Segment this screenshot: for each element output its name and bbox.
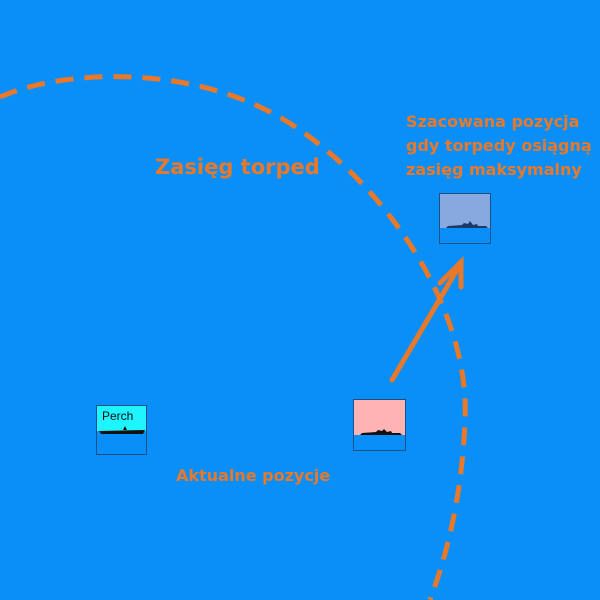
- estimated-ship-marker[interactable]: [439, 193, 491, 244]
- estimated-line-2: gdy torpedy osiągną: [406, 136, 592, 155]
- target-ship-marker[interactable]: [353, 399, 406, 451]
- movement-arrow: [389, 255, 464, 383]
- current-positions-label: Aktualne pozycje: [176, 466, 331, 485]
- sea: [97, 431, 146, 454]
- submarine-perch-marker[interactable]: Perch: [96, 405, 147, 455]
- torpedo-range-circle: [0, 74, 468, 600]
- submarine-name: Perch: [102, 409, 134, 423]
- sky: [97, 406, 146, 431]
- torpedo-range-label: Zasięg torped: [155, 155, 320, 179]
- sky: [440, 194, 490, 228]
- submarine-silhouette-icon: [99, 426, 145, 434]
- estimated-line-1: Szacowana pozycja: [406, 112, 580, 131]
- destroyer-silhouette-icon: [360, 429, 402, 435]
- estimated-line-3: zasięg maksymalny: [406, 160, 582, 179]
- sea: [440, 228, 490, 243]
- sky: [354, 400, 405, 435]
- destroyer-silhouette-icon: [446, 221, 488, 228]
- sea: [354, 435, 405, 450]
- estimated-position-label: Szacowana pozycja gdy torpedy osiągną za…: [406, 110, 592, 182]
